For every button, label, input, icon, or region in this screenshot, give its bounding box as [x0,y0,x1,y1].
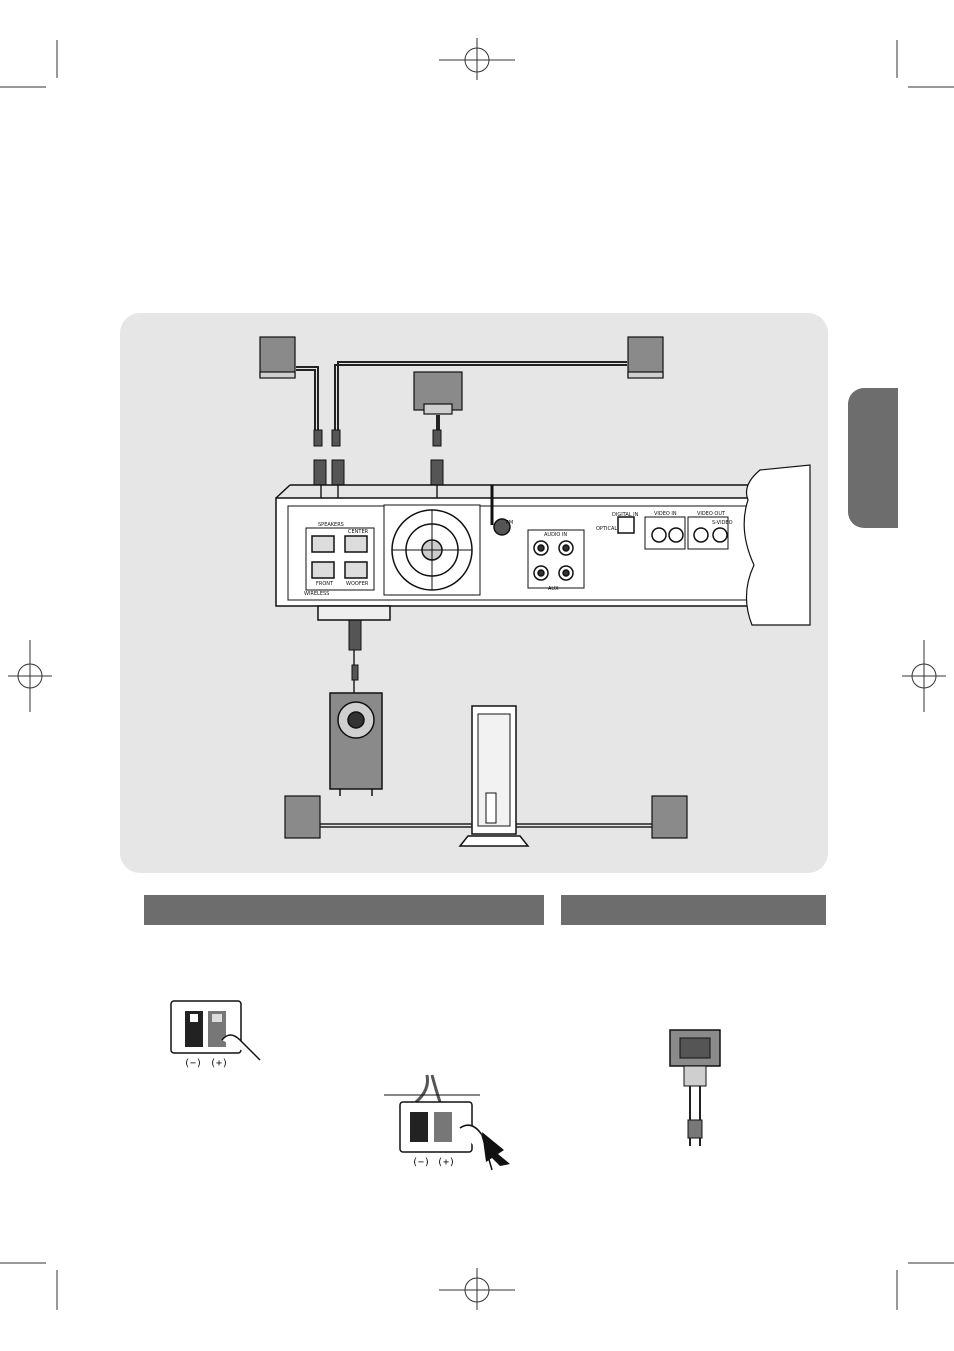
registration-mark-bottom [439,1268,515,1310]
terminal-press-illustration: (−) (+) [170,1000,261,1069]
label-video-in: VIDEO IN [654,511,677,517]
label-s-video: S-VIDEO [712,520,733,526]
wireless-receiver-icon [458,705,530,847]
front-right-speaker-icon [627,336,664,379]
rear-panel-torn-edge [743,464,811,626]
main-unit-rear-panel [275,484,809,621]
front-left-speaker-icon [259,336,296,379]
label-speakers: SPEAKERS [318,522,344,528]
label-center: CENTER [348,529,369,535]
surround-left-speaker-icon [284,795,321,839]
label-aux: AUX [548,586,559,592]
label-optical: OPTICAL [596,526,617,532]
label-fm: FM [506,520,513,526]
label-audio-in: AUDIO IN [544,532,567,538]
label-front: FRONT [316,581,334,587]
label-video-out: VIDEO OUT [697,511,726,517]
release-arrow-icon [482,1132,510,1166]
label-woofer: WOOFER [346,581,369,587]
subwoofer-icon [329,692,383,796]
section-bar-left [144,895,544,925]
chapter-side-tab [848,388,898,528]
registration-mark-top [439,38,515,80]
terminal-minus-label: (−) [184,1058,202,1069]
wire-insert-illustration: (−) (+) [384,1074,510,1171]
label-wireless: WIRELESS [304,591,329,597]
terminal-plus-label-2: (+) [437,1157,455,1168]
registration-mark-left [8,640,52,712]
center-speaker-icon [413,371,463,415]
terminal-minus-label-2: (−) [412,1157,430,1168]
wire-plugs [313,429,444,681]
registration-mark-right [902,640,946,712]
label-digital-in: DIGITAL IN [612,512,639,518]
section-bar-right [561,895,826,925]
surround-right-speaker-icon [651,795,688,839]
terminal-plus-label: (+) [210,1058,228,1069]
speaker-plug-illustration [669,1029,721,1146]
